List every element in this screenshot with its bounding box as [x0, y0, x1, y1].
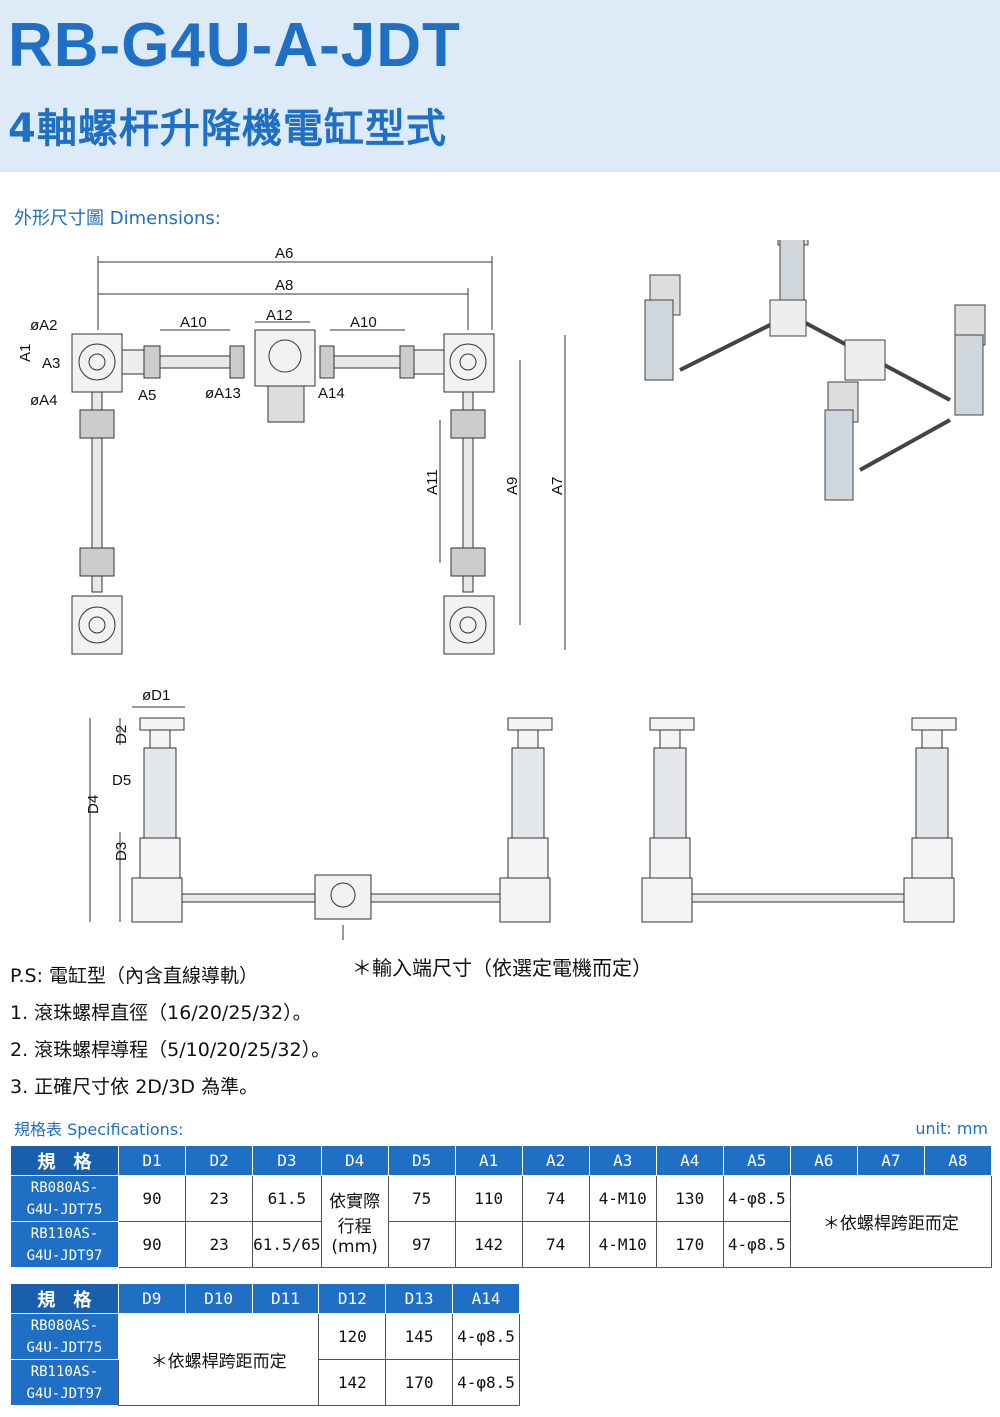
- table1-header-D1: D1: [118, 1145, 187, 1176]
- label-A6: A6: [275, 245, 293, 262]
- label-A9: A9: [504, 477, 521, 495]
- label-D2: D2: [113, 725, 130, 744]
- table-row: RB110AS-G4U-JDT97 90 23 61.5/65 97 142 7…: [9, 1221, 992, 1268]
- cell-D13: 170: [385, 1359, 454, 1406]
- label-D5: D5: [112, 772, 131, 789]
- table1-header-A6: A6: [789, 1145, 858, 1176]
- specifications-label: 規格表 Specifications:: [14, 1120, 184, 1139]
- input-end-note: ＊輸入端尺寸（依選定電機而定）: [352, 956, 652, 980]
- side-view-drawing: øD1 D2 D5 D4 D3: [85, 687, 957, 940]
- cell-A6-A8-merged: ＊依螺桿跨距而定: [789, 1175, 993, 1268]
- table1-header-A8: A8: [923, 1145, 993, 1176]
- table-row: RB080AS-G4U-JDT75 ＊依螺桿跨距而定 120 145 4-φ8.…: [10, 1313, 520, 1406]
- cell-D9-D11-merged: ＊依螺桿跨距而定: [117, 1313, 320, 1406]
- table-row: RB110AS-G4U-JDT97 142 170 4-φ8.5: [10, 1359, 520, 1406]
- cell-D1: 90: [118, 1221, 187, 1268]
- cell-A3: 4-M10: [588, 1175, 657, 1222]
- label-A4: øA4: [30, 392, 58, 409]
- label-A12: A12: [266, 307, 293, 324]
- cell-D2: 23: [185, 1221, 254, 1268]
- table2-header-model: 規 格: [10, 1283, 119, 1314]
- label-A2: øA2: [30, 317, 58, 334]
- table2-header-D11: D11: [251, 1283, 320, 1314]
- cell-A14: 4-φ8.5: [452, 1313, 520, 1360]
- page-subtitle: 4軸螺杆升降機電缸型式: [8, 106, 447, 152]
- label-A13: øA13: [205, 385, 241, 402]
- note-3: 3. 正確尺寸依 2D/3D 為準。: [10, 1076, 259, 1098]
- table1-header-A7: A7: [856, 1145, 925, 1176]
- model-cell: RB110AS-G4U-JDT97: [9, 1221, 120, 1268]
- table2-header-D10: D10: [184, 1283, 253, 1314]
- cell-A3: 4-M10: [588, 1221, 657, 1268]
- table2-header-D13: D13: [385, 1283, 454, 1314]
- model-cell: RB080AS-G4U-JDT75: [9, 1175, 120, 1222]
- label-A10-right: A10: [350, 314, 377, 331]
- label-A11: A11: [424, 469, 441, 495]
- table1-header-A5: A5: [722, 1145, 791, 1176]
- dimensions-label: 外形尺寸圖 Dimensions:: [14, 208, 221, 229]
- cell-D13: 145: [385, 1313, 454, 1360]
- label-A10-left: A10: [180, 314, 207, 331]
- cell-A4: 170: [655, 1221, 724, 1268]
- table2-header-D12: D12: [318, 1283, 387, 1314]
- cell-A2: 74: [521, 1175, 590, 1222]
- note-ps: P.S: 電缸型（內含直線導軌）: [10, 965, 259, 987]
- plan-view-drawing: A6 A8 A10 A12 A10 øA2 A3 øA4 A5 øA13 A14…: [17, 240, 986, 655]
- cell-D3: 61.5/65: [252, 1221, 322, 1268]
- cell-A1: 142: [454, 1221, 523, 1268]
- table1-header-D5: D5: [387, 1145, 456, 1176]
- label-D1: øD1: [142, 687, 170, 704]
- label-A14: A14: [318, 385, 345, 402]
- cell-D5: 75: [387, 1175, 456, 1222]
- label-A5: A5: [138, 387, 156, 404]
- table1-header-A2: A2: [521, 1145, 590, 1176]
- label-A3: A3: [42, 355, 60, 372]
- note-2: 2. 滾珠螺桿導程（5/10/20/25/32）。: [10, 1039, 331, 1061]
- label-D4: D4: [85, 795, 102, 814]
- cell-D2: 23: [185, 1175, 254, 1222]
- cell-A14: 4-φ8.5: [452, 1359, 520, 1406]
- cell-A5: 4-φ8.5: [722, 1221, 791, 1268]
- table1-header-model: 規 格: [9, 1145, 120, 1176]
- table2-header-D9: D9: [117, 1283, 186, 1314]
- table1-header-A4: A4: [655, 1145, 724, 1176]
- table1-header-row: 規 格 D1 D2 D3 D4 D5 A1 A2 A3 A4 A5 A6 A7 …: [9, 1145, 993, 1176]
- label-A8: A8: [275, 277, 293, 294]
- spec-table-1: 規 格 D1 D2 D3 D4 D5 A1 A2 A3 A4 A5 A6 A7 …: [9, 1145, 993, 1268]
- cell-A2: 74: [521, 1221, 590, 1268]
- table2-header-A14: A14: [452, 1283, 520, 1314]
- header-banner: RB-G4U-A-JDT 4軸螺杆升降機電缸型式: [0, 0, 1000, 172]
- cell-D1: 90: [118, 1175, 187, 1222]
- model-cell: RB110AS-G4U-JDT97: [10, 1359, 119, 1406]
- cell-A4: 130: [655, 1175, 724, 1222]
- label-A1: A1: [17, 344, 34, 362]
- table1-header-A1: A1: [454, 1145, 523, 1176]
- table1-header-D4: D4: [320, 1145, 389, 1176]
- note-1: 1. 滾珠螺桿直徑（16/20/25/32）。: [10, 1002, 312, 1024]
- cell-D3: 61.5: [252, 1175, 322, 1222]
- notes-list: P.S: 電缸型（內含直線導軌） 1. 滾珠螺桿直徑（16/20/25/32）。…: [10, 958, 330, 1106]
- table-row: RB080AS-G4U-JDT75 90 23 61.5 依實際行程(mm) 7…: [9, 1175, 993, 1268]
- unit-label: unit: mm: [915, 1119, 988, 1138]
- table1-header-D3: D3: [252, 1145, 322, 1176]
- cell-A1: 110: [454, 1175, 523, 1222]
- cell-D12: 142: [318, 1359, 387, 1406]
- cell-A5: 4-φ8.5: [722, 1175, 791, 1222]
- spec-table-2: 規 格 D9 D10 D11 D12 D13 A14 RB080AS-G4U-J…: [10, 1283, 520, 1406]
- cell-D4-merged: 依實際行程(mm): [320, 1175, 389, 1268]
- table2-header-row: 規 格 D9 D10 D11 D12 D13 A14: [10, 1283, 520, 1314]
- cell-D5: 97: [387, 1221, 456, 1268]
- label-A7: A7: [549, 477, 566, 495]
- label-D3: D3: [113, 842, 130, 861]
- table1-header-D2: D2: [185, 1145, 254, 1176]
- model-cell: RB080AS-G4U-JDT75: [10, 1313, 119, 1360]
- cell-D12: 120: [318, 1313, 387, 1360]
- page-title: RB-G4U-A-JDT: [8, 11, 461, 80]
- table1-header-A3: A3: [588, 1145, 657, 1176]
